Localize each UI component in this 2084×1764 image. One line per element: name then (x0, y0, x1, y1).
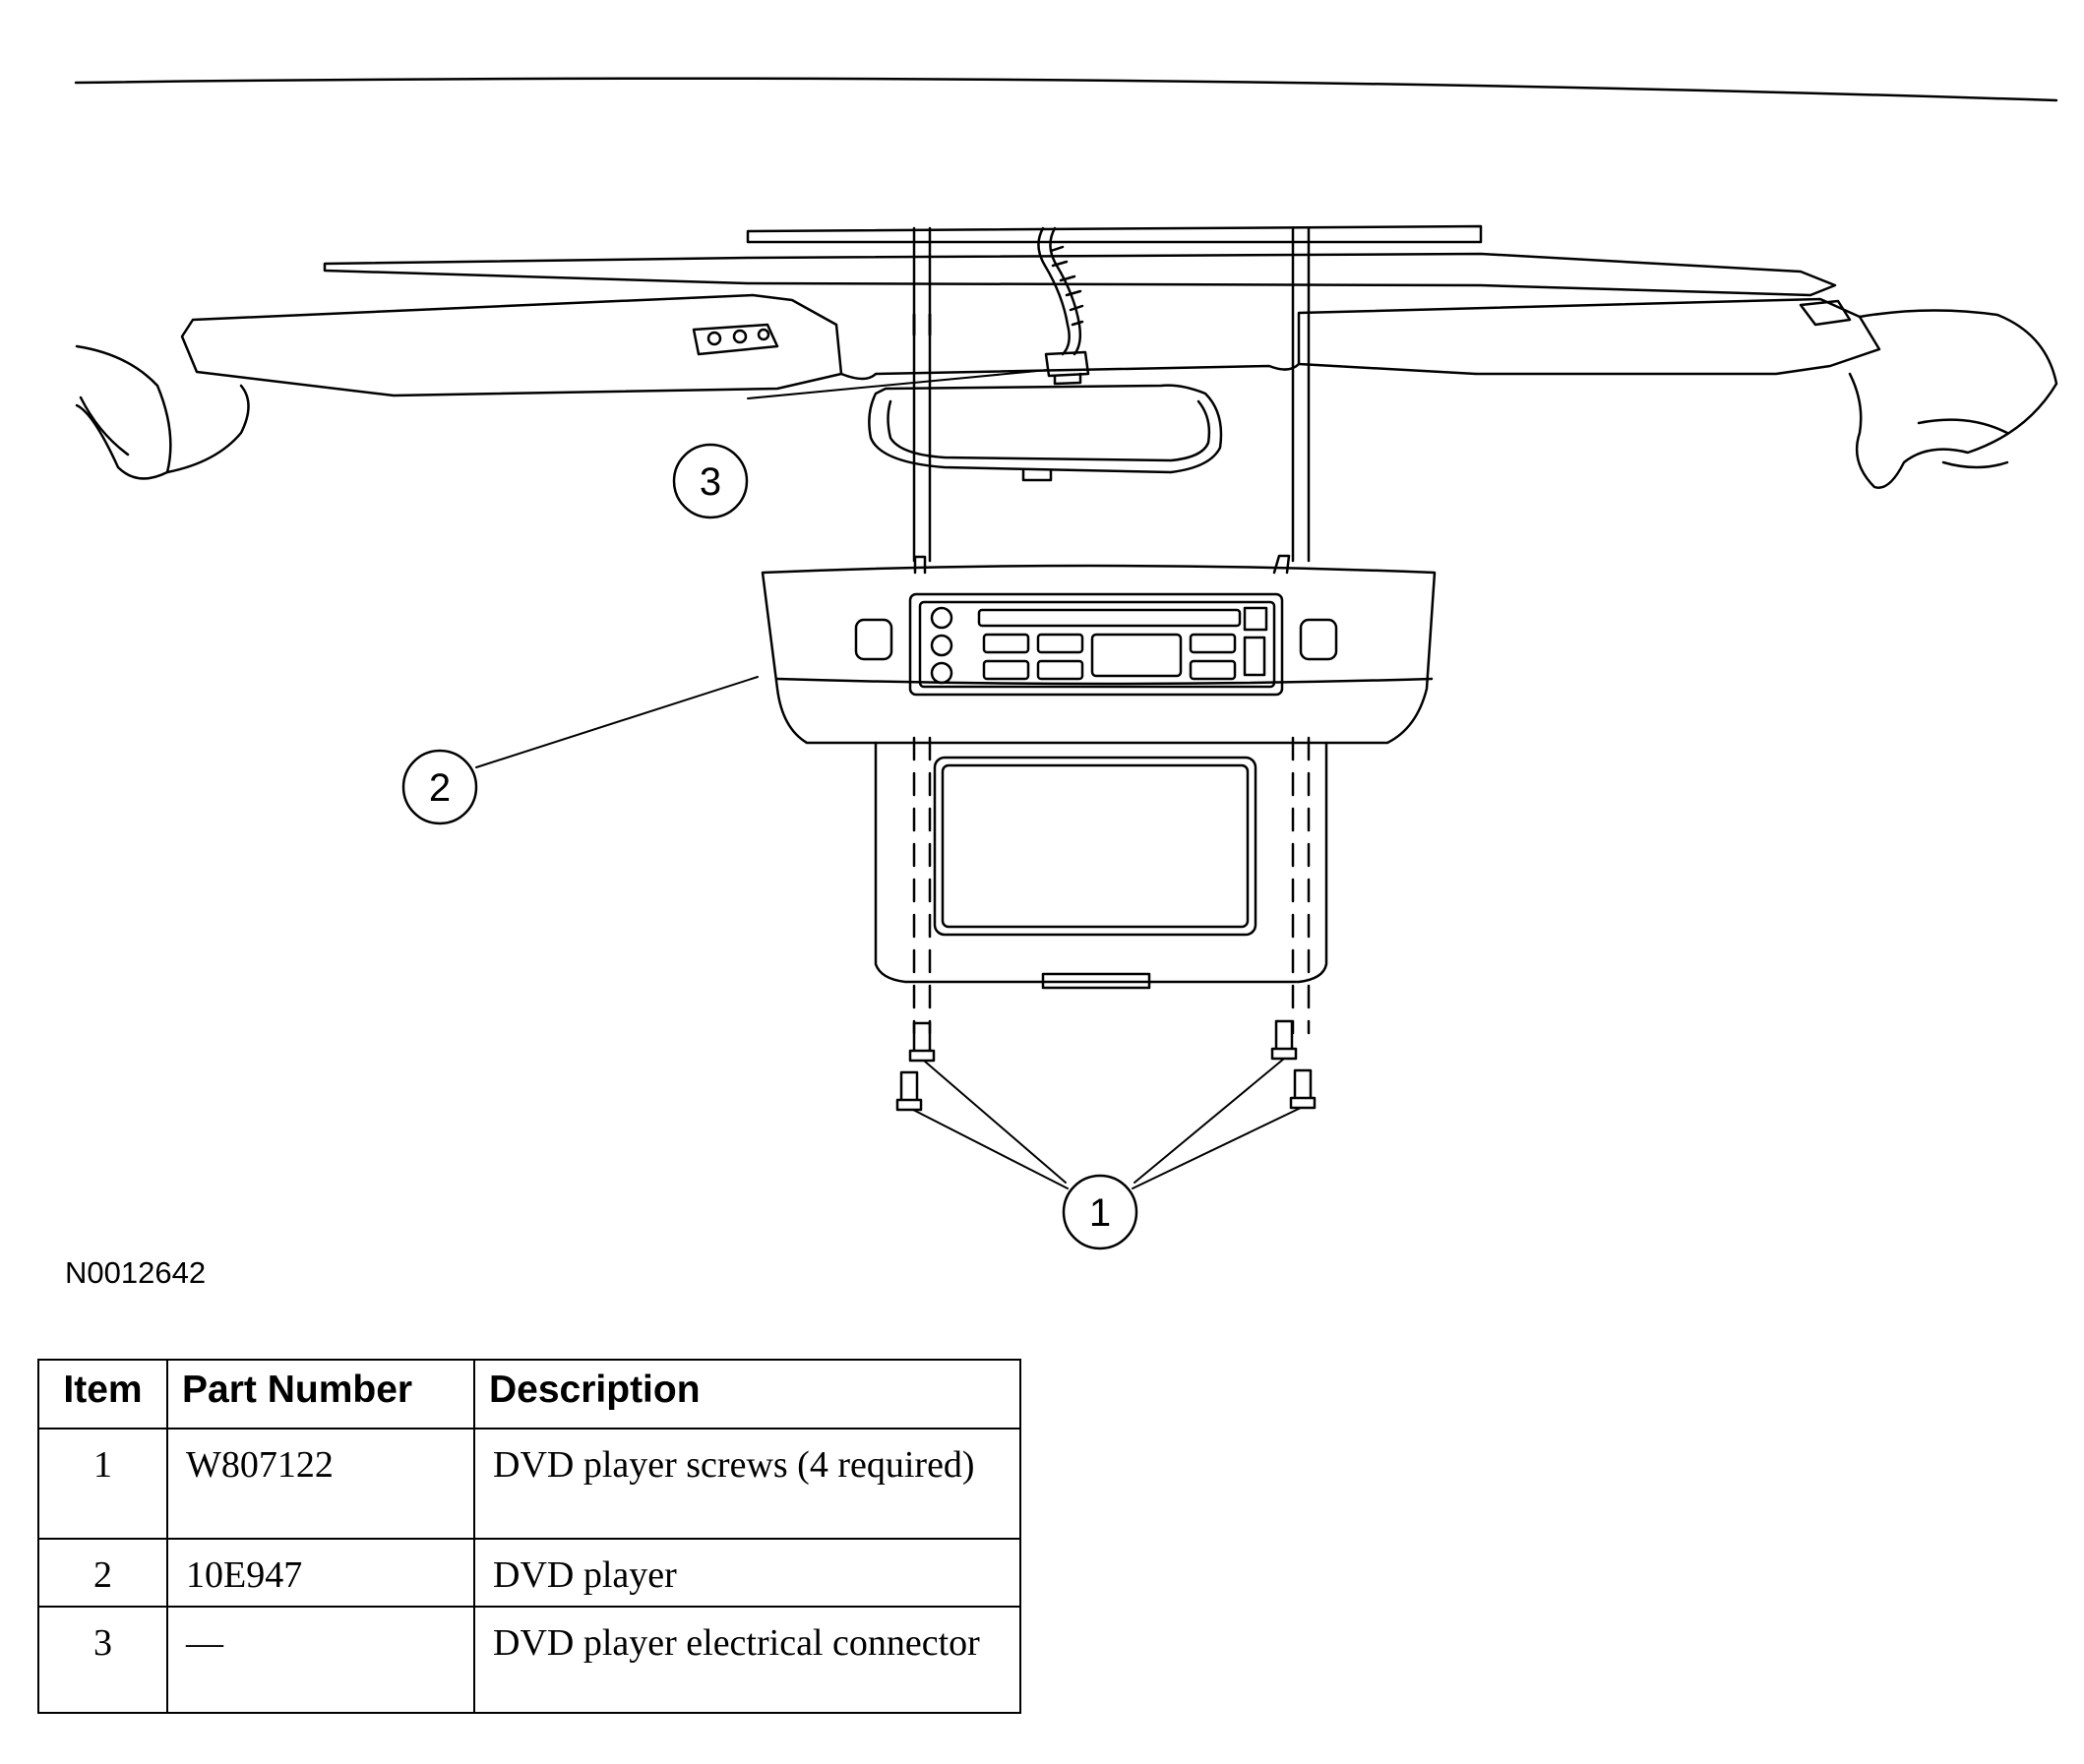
headliner-console (75, 224, 2058, 489)
svg-text:1: 1 (1089, 1191, 1111, 1235)
electrical-connector (1037, 226, 1090, 386)
table-row: 2 10E947 DVD player (37, 1538, 1021, 1608)
parts-table: Item Part Number Description 1 W807122 D… (37, 1359, 1021, 1714)
description-cell: DVD player screws (4 required) (473, 1428, 1021, 1540)
dvd-player (761, 554, 1437, 990)
part-number-cell: W807122 (166, 1428, 475, 1540)
table-header-row: Item Part Number Description (37, 1359, 1021, 1429)
svg-text:2: 2 (429, 766, 451, 810)
description-cell: DVD player electrical connector (473, 1606, 1021, 1714)
column-header-part-number: Part Number (166, 1359, 475, 1429)
leader-lines (475, 369, 1302, 1189)
callout-2: 2 (401, 749, 478, 825)
rear-view-mirror (868, 384, 1223, 482)
item-cell: 2 (37, 1538, 168, 1608)
table-row: 3 — DVD player electrical connector (37, 1606, 1021, 1714)
callout-3: 3 (672, 443, 749, 519)
item-cell: 3 (37, 1606, 168, 1714)
part-number-cell: — (166, 1606, 475, 1714)
svg-text:3: 3 (700, 460, 721, 504)
dvd-player-screws (895, 1019, 1317, 1112)
part-number-cell: 10E947 (166, 1538, 475, 1608)
column-header-item: Item (37, 1359, 168, 1429)
table-row: 1 W807122 DVD player screws (4 required) (37, 1428, 1021, 1540)
description-cell: DVD player (473, 1538, 1021, 1608)
figure-id: N0012642 (65, 1255, 207, 1290)
callout-1: 1 (1062, 1174, 1138, 1250)
guide-lines (912, 226, 1311, 1035)
item-cell: 1 (37, 1428, 168, 1540)
roof-line (74, 77, 2058, 102)
column-header-description: Description (473, 1359, 1021, 1429)
